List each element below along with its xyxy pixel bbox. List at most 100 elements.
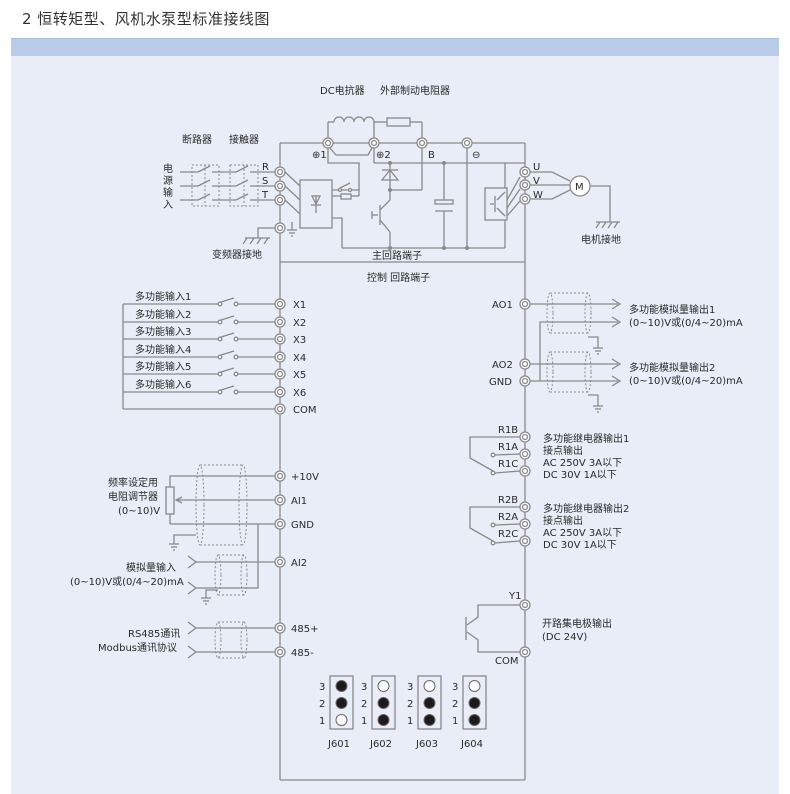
power-lines — [180, 165, 275, 201]
terminal-s-label: S — [262, 176, 268, 187]
diagram-panel — [11, 56, 779, 794]
terminal-label: X5 — [293, 370, 306, 381]
power-input-label-2: 源 — [163, 174, 173, 187]
open-collector-label-1: 开路集电极输出 — [542, 617, 612, 630]
jumper-pin-shorted — [468, 697, 481, 709]
main-circuit-frame — [279, 142, 526, 781]
ground-symbol-icon — [287, 222, 297, 237]
jumper-pin-label: 3 — [361, 682, 367, 693]
digital-input-label: 多功能输入3 — [135, 325, 191, 338]
drive-ground-label: 变频器接地 — [212, 248, 262, 261]
jumper-pin-open — [468, 680, 481, 692]
brake-resistor-label: 外部制动电阻器 — [380, 84, 450, 97]
terminal-ao2-label: AO2 — [492, 360, 513, 371]
jumper-pin-open — [423, 680, 436, 692]
motor-ground-label: 电机接地 — [581, 233, 621, 246]
precharge-relay-icon — [332, 182, 360, 200]
terminal-label: X3 — [293, 335, 306, 346]
terminal-p1-label: ⊕1 — [312, 150, 327, 161]
relay-label: 多功能继电器输出1 — [543, 432, 629, 445]
terminal-u-label: U — [533, 162, 540, 173]
page-title: 2 恒转矩型、风机水泵型标准接线图 — [22, 10, 270, 28]
jumper-pin-open — [377, 680, 390, 692]
relay-terminal-label: R1A — [498, 442, 518, 453]
motor-label: M — [575, 182, 584, 193]
ai2-label-1: 模拟量输入 — [126, 561, 176, 574]
relay-terminal-label: R2C — [498, 529, 518, 540]
capacitor-icon — [434, 163, 454, 248]
terminal-w-label: W — [533, 190, 543, 201]
breaker-label: 断路器 — [182, 133, 212, 146]
pot-label-3: (0~10)V — [118, 506, 160, 517]
output-terminals — [519, 166, 531, 205]
jumper-pin-label: 2 — [407, 699, 413, 710]
jumper-pin-shorted — [335, 697, 348, 709]
analog-inputs — [165, 464, 286, 605]
relay-terminal-label: R1C — [498, 459, 518, 470]
analog-outputs — [519, 292, 622, 413]
terminal-ai2-label: AI2 — [291, 558, 307, 569]
jumper-name: J604 — [460, 739, 483, 750]
digital-input-label: 多功能输入1 — [135, 290, 191, 303]
terminal-label: X1 — [293, 300, 306, 311]
open-collector-label-2: (DC 24V) — [542, 632, 587, 643]
terminal-485p-label: 485+ — [291, 624, 318, 635]
digital-input-label: 多功能输入2 — [135, 308, 191, 321]
rectifier-icon — [299, 179, 343, 248]
jumper-pin-label: 3 — [452, 682, 458, 693]
jumper-pin-label: 1 — [407, 716, 413, 727]
brake-resistor-icon — [374, 117, 423, 143]
modbus-label: Modbus通讯协议 — [98, 641, 177, 654]
terminal-ao1-label: AO1 — [492, 300, 513, 311]
jumper-pin-label: 3 — [407, 682, 413, 693]
jumper-pin-label: 1 — [452, 716, 458, 727]
rs485-label: RS485通讯 — [128, 628, 180, 640]
relay-label: AC 250V 3A以下 — [543, 528, 622, 539]
pot-label-2: 电阻调节器 — [108, 490, 158, 503]
rs485-wiring — [187, 621, 286, 659]
relay-label: 多功能继电器输出2 — [543, 502, 629, 515]
power-input-label-1: 电 — [163, 162, 173, 175]
jumper-pin-open — [335, 714, 348, 726]
ao1-label-2: (0~10)V或(0/4~20)mA — [629, 317, 743, 329]
relay-terminal-label: R1B — [498, 425, 518, 436]
dc-reactor-icon — [327, 116, 375, 143]
jumper-name: J603 — [415, 739, 438, 750]
potentiometer-icon — [165, 486, 175, 515]
ao1-label-1: 多功能模拟量输出1 — [629, 303, 715, 316]
open-collector-output — [465, 599, 531, 658]
inverter-icon — [484, 163, 508, 248]
jumper-pin-shorted — [423, 714, 436, 726]
relay-terminal-label: R2A — [498, 512, 518, 523]
terminal-oc-com-label: COM — [495, 656, 518, 667]
jumper-name: J602 — [369, 739, 392, 750]
ai2-label-2: (0~10)V或(0/4~20)mA — [70, 576, 184, 588]
digital-input-label: 多功能输入6 — [135, 378, 191, 391]
relay-label: 接点输出 — [543, 514, 583, 527]
digital-input-label: 多功能输入4 — [135, 343, 191, 356]
terminal-t-label: T — [261, 190, 269, 201]
digital-inputs: 多功能输入1X1多功能输入2X2多功能输入3X3多功能输入4X4多功能输入5X5… — [122, 290, 316, 416]
terminal-r-label: R — [262, 162, 269, 173]
relay-label: AC 250V 3A以下 — [543, 458, 622, 469]
dc-reactor-label: DC电抗器 — [320, 84, 365, 97]
terminal-y1-label: Y1 — [508, 591, 521, 602]
terminal-v-label: V — [533, 176, 540, 187]
bus-terminals — [322, 137, 473, 149]
digital-input-label: 多功能输入5 — [135, 360, 191, 373]
jumper-pin-label: 2 — [452, 699, 458, 710]
power-input-label-3: 输 — [163, 186, 173, 199]
ao2-label-2: (0~10)V或(0/4~20)mA — [629, 375, 743, 387]
jumper-pin-label: 1 — [361, 716, 367, 727]
jumper-pin-label: 2 — [361, 699, 367, 710]
relay-terminal-label: R2B — [498, 495, 518, 506]
terminal-label: X4 — [293, 353, 306, 364]
jumper-name: J601 — [327, 739, 350, 750]
terminal-gnd-label: GND — [291, 520, 314, 531]
header-band — [11, 38, 779, 57]
